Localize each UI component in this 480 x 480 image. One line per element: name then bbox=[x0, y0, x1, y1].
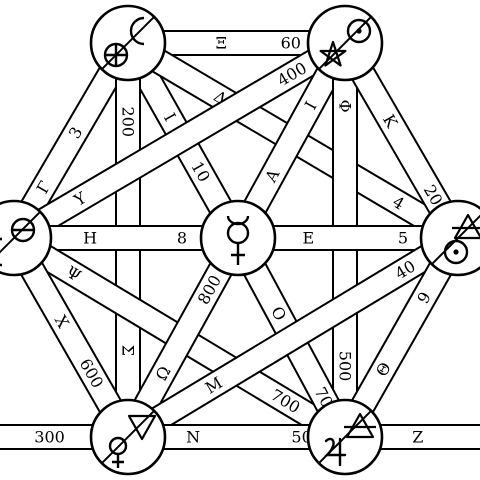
theta-bar-icon bbox=[10, 217, 36, 243]
path-label: 200 bbox=[119, 107, 138, 138]
path-label: 8 bbox=[177, 229, 187, 248]
node-left bbox=[0, 199, 53, 277]
node-divider bbox=[101, 410, 155, 464]
node-top-right bbox=[306, 4, 384, 82]
path-label: Ξ bbox=[216, 34, 227, 53]
path-label: 50 bbox=[291, 428, 311, 447]
mercury-icon bbox=[226, 215, 250, 265]
sun-icon bbox=[443, 239, 469, 265]
pentagram-icon bbox=[319, 40, 347, 67]
air-icon bbox=[452, 213, 480, 240]
jupiter-icon bbox=[324, 437, 347, 467]
path-label: 60 bbox=[281, 34, 301, 53]
path-label: Ζ bbox=[412, 428, 423, 447]
moon-icon bbox=[129, 16, 145, 46]
node-center bbox=[199, 199, 277, 277]
path-label: 500 bbox=[336, 351, 355, 382]
path-label: Φ bbox=[336, 99, 355, 112]
node-top-left bbox=[89, 4, 167, 82]
path-fill bbox=[122, 228, 464, 447]
earth-icon bbox=[103, 42, 129, 68]
path-right-to-bottom-left: 40Μ bbox=[121, 226, 465, 449]
path-label: Ν bbox=[186, 428, 200, 447]
water-icon bbox=[127, 414, 157, 441]
node-circle bbox=[0, 199, 53, 277]
venus-icon bbox=[108, 436, 128, 468]
sun-icon bbox=[346, 18, 372, 44]
path-label: Η bbox=[83, 229, 97, 248]
path-label: Ε bbox=[303, 229, 315, 248]
path-label: Σ bbox=[119, 345, 138, 356]
node-divider bbox=[101, 16, 155, 70]
node-right bbox=[419, 199, 480, 277]
moon-icon bbox=[0, 237, 3, 267]
path-fill bbox=[8, 33, 351, 248]
node-bottom-right bbox=[306, 398, 384, 476]
nodes-layer bbox=[0, 4, 480, 476]
node-circle bbox=[199, 199, 277, 277]
air-icon bbox=[344, 412, 376, 439]
path-label: 300 bbox=[34, 428, 65, 447]
node-bottom-left bbox=[89, 398, 167, 476]
path-label: 5 bbox=[398, 229, 408, 248]
